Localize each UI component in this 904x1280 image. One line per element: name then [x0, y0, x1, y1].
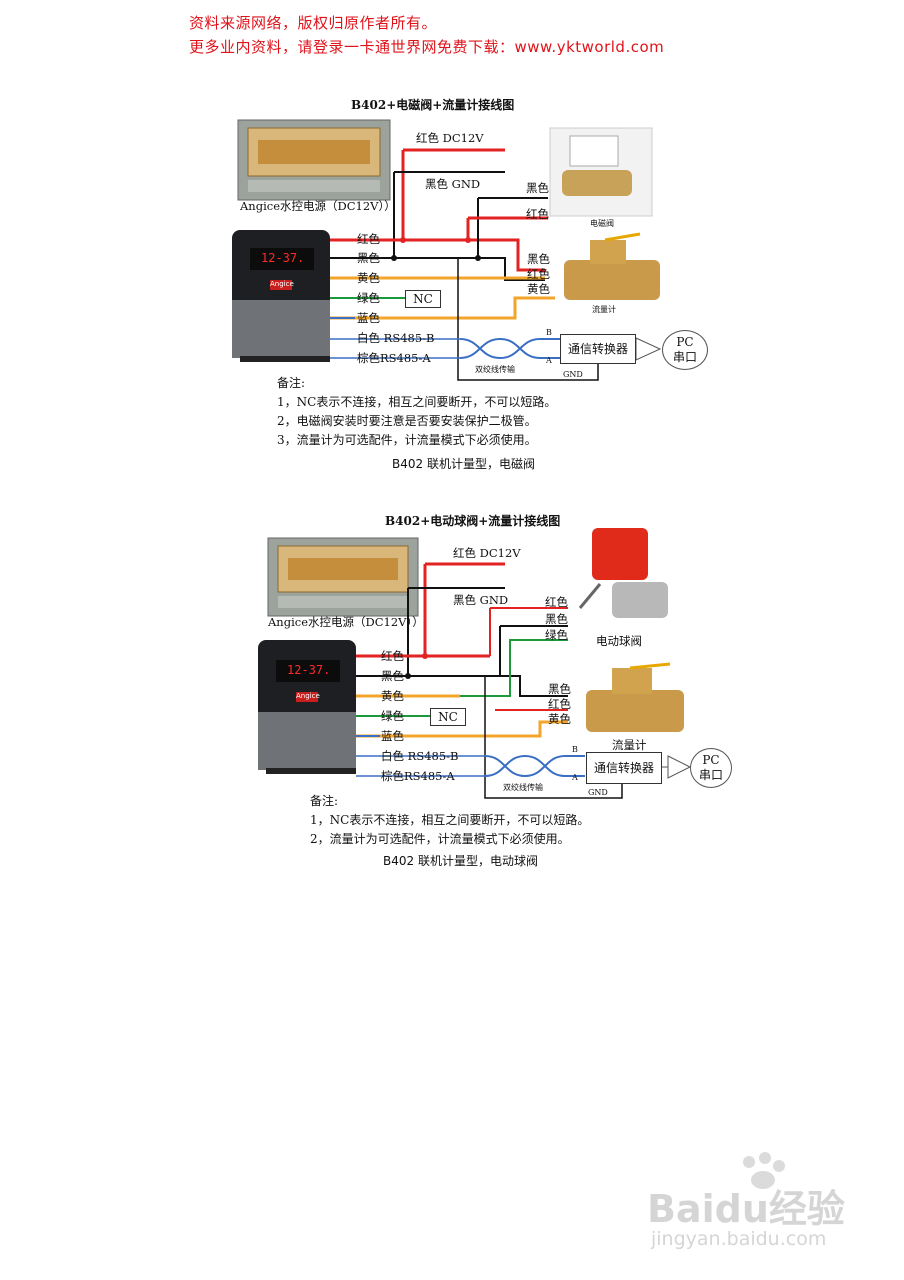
terminal-label: 蓝色	[357, 311, 380, 325]
terminal-label: 棕色RS485-A	[357, 351, 431, 365]
terminal-label: 白色 RS485-B	[357, 331, 435, 345]
gnd-label: GND	[563, 370, 583, 379]
valve-wire-label: 黑色	[545, 612, 568, 626]
flow-wire-label: 红色	[548, 697, 571, 711]
comm-converter-box: 通信转换器	[560, 334, 636, 364]
pc-serial-port: PC 串口	[662, 330, 708, 370]
flow-wire-label: 黄色	[527, 282, 550, 296]
flow-meter-image	[564, 232, 660, 300]
black-gnd-label: 黑色 GND	[453, 593, 509, 607]
solenoid-valve-image	[549, 127, 653, 217]
device-display: 12-37.	[261, 251, 305, 265]
b-label: B	[546, 328, 552, 337]
gnd-label: GND	[588, 788, 608, 797]
flow-wire-label: 红色	[527, 267, 550, 281]
flow-wire-label: 黑色	[548, 682, 571, 696]
terminal-label: 黑色	[381, 669, 404, 683]
valve-caption: 电动球阀	[596, 634, 642, 648]
device-logo: Angice	[270, 280, 294, 288]
ball-valve-image	[578, 528, 668, 618]
wiring-diagram-solenoid: B402+电磁阀+流量计接线图 Angice水控电源（DC12V）） 红色 DC…	[0, 90, 904, 490]
diagram2-title: B402+电动球阀+流量计接线图	[385, 514, 561, 528]
red-dc12v-label: 红色 DC12V	[416, 131, 484, 145]
flow-meter-image	[586, 662, 684, 732]
diagram1-caption: B402 联机计量型，电磁阀	[392, 457, 535, 471]
twisted-pair-caption: 双绞线传输	[503, 783, 543, 792]
valve-wire-label: 红色	[526, 207, 549, 221]
notes-heading: 备注:	[277, 376, 306, 390]
pc-label: PC	[676, 335, 694, 349]
terminal-label: 黄色	[381, 689, 404, 703]
red-dc12v-label: 红色 DC12V	[453, 546, 521, 560]
diagram2-caption: B402 联机计量型，电动球阀	[383, 854, 538, 868]
watermark-brand: Baidu经验	[647, 1187, 845, 1231]
terminal-label: 红色	[357, 232, 380, 246]
device-logo: Angice	[296, 692, 320, 700]
power-supply-image	[237, 119, 391, 201]
serial-label: 串口	[672, 350, 697, 364]
note-item: 1，NC表示不连接，相互之间要断开，不可以短路。	[310, 813, 590, 827]
terminal-label: 棕色RS485-A	[381, 769, 455, 783]
terminal-label: 绿色	[357, 291, 380, 305]
baidu-jingyan-watermark: Baidu经验 jingyan.baidu.com	[645, 1150, 855, 1260]
watermark-url: jingyan.baidu.com	[651, 1228, 827, 1250]
flow-wire-label: 黑色	[527, 252, 550, 266]
power-supply-image	[267, 537, 419, 617]
twisted-pair-caption: 双绞线传输	[475, 365, 515, 374]
flow-caption: 流量计	[592, 305, 616, 314]
flow-wire-label: 黄色	[548, 712, 571, 726]
a-label: A	[546, 356, 552, 365]
note-item: 3，流量计为可选配件，计流量模式下必须使用。	[277, 433, 537, 447]
valve-wire-label: 绿色	[545, 628, 568, 642]
valve-wire-label: 红色	[545, 595, 568, 609]
terminal-label: 蓝色	[381, 729, 404, 743]
diagram1-wires	[232, 119, 662, 381]
note-item: 1，NC表示不连接，相互之间要断开，不可以短路。	[277, 395, 557, 409]
nc-box: NC	[405, 290, 441, 308]
a-label: A	[572, 773, 578, 782]
note-item: 2，电磁阀安装时要注意是否要安装保护二极管。	[277, 414, 537, 428]
paw-icon	[743, 1152, 785, 1189]
valve-caption: 电磁阀	[590, 219, 614, 228]
terminal-label: 白色 RS485-B	[381, 749, 459, 763]
diagram2-wires	[258, 528, 692, 799]
terminal-label: 红色	[381, 649, 404, 663]
water-controller-device	[232, 230, 330, 362]
terminal-label: 绿色	[381, 709, 404, 723]
power-supply-label: Angice水控电源（DC12V））	[268, 615, 424, 629]
comm-converter-box: 通信转换器	[586, 752, 662, 784]
flow-caption: 流量计	[612, 738, 647, 752]
wiring-diagram-ball-valve: B402+电动球阀+流量计接线图 Angice水控电源（DC12V）） 红色 D…	[0, 508, 904, 908]
terminal-label: 黄色	[357, 271, 380, 285]
black-gnd-label: 黑色 GND	[425, 177, 481, 191]
power-supply-label: Angice水控电源（DC12V））	[240, 199, 396, 213]
valve-wire-label: 黑色	[526, 181, 549, 195]
nc-box: NC	[430, 708, 466, 726]
header-download-link[interactable]: 更多业内资料，请登录一卡通世界网免费下载：www.yktworld.com	[189, 38, 665, 56]
pc-serial-port: PC 串口	[690, 748, 732, 788]
terminal-label: 黑色	[357, 251, 380, 265]
b-label: B	[572, 745, 578, 754]
water-controller-device	[258, 640, 356, 774]
diagram1-title: B402+电磁阀+流量计接线图	[351, 98, 515, 112]
notes-heading: 备注:	[310, 794, 339, 808]
device-display: 12-37.	[287, 663, 331, 677]
pc-label: PC	[702, 753, 720, 767]
header-copyright: 资料来源网络，版权归原作者所有。	[189, 14, 438, 32]
serial-label: 串口	[698, 768, 723, 782]
note-item: 2，流量计为可选配件，计流量模式下必须使用。	[310, 832, 570, 846]
